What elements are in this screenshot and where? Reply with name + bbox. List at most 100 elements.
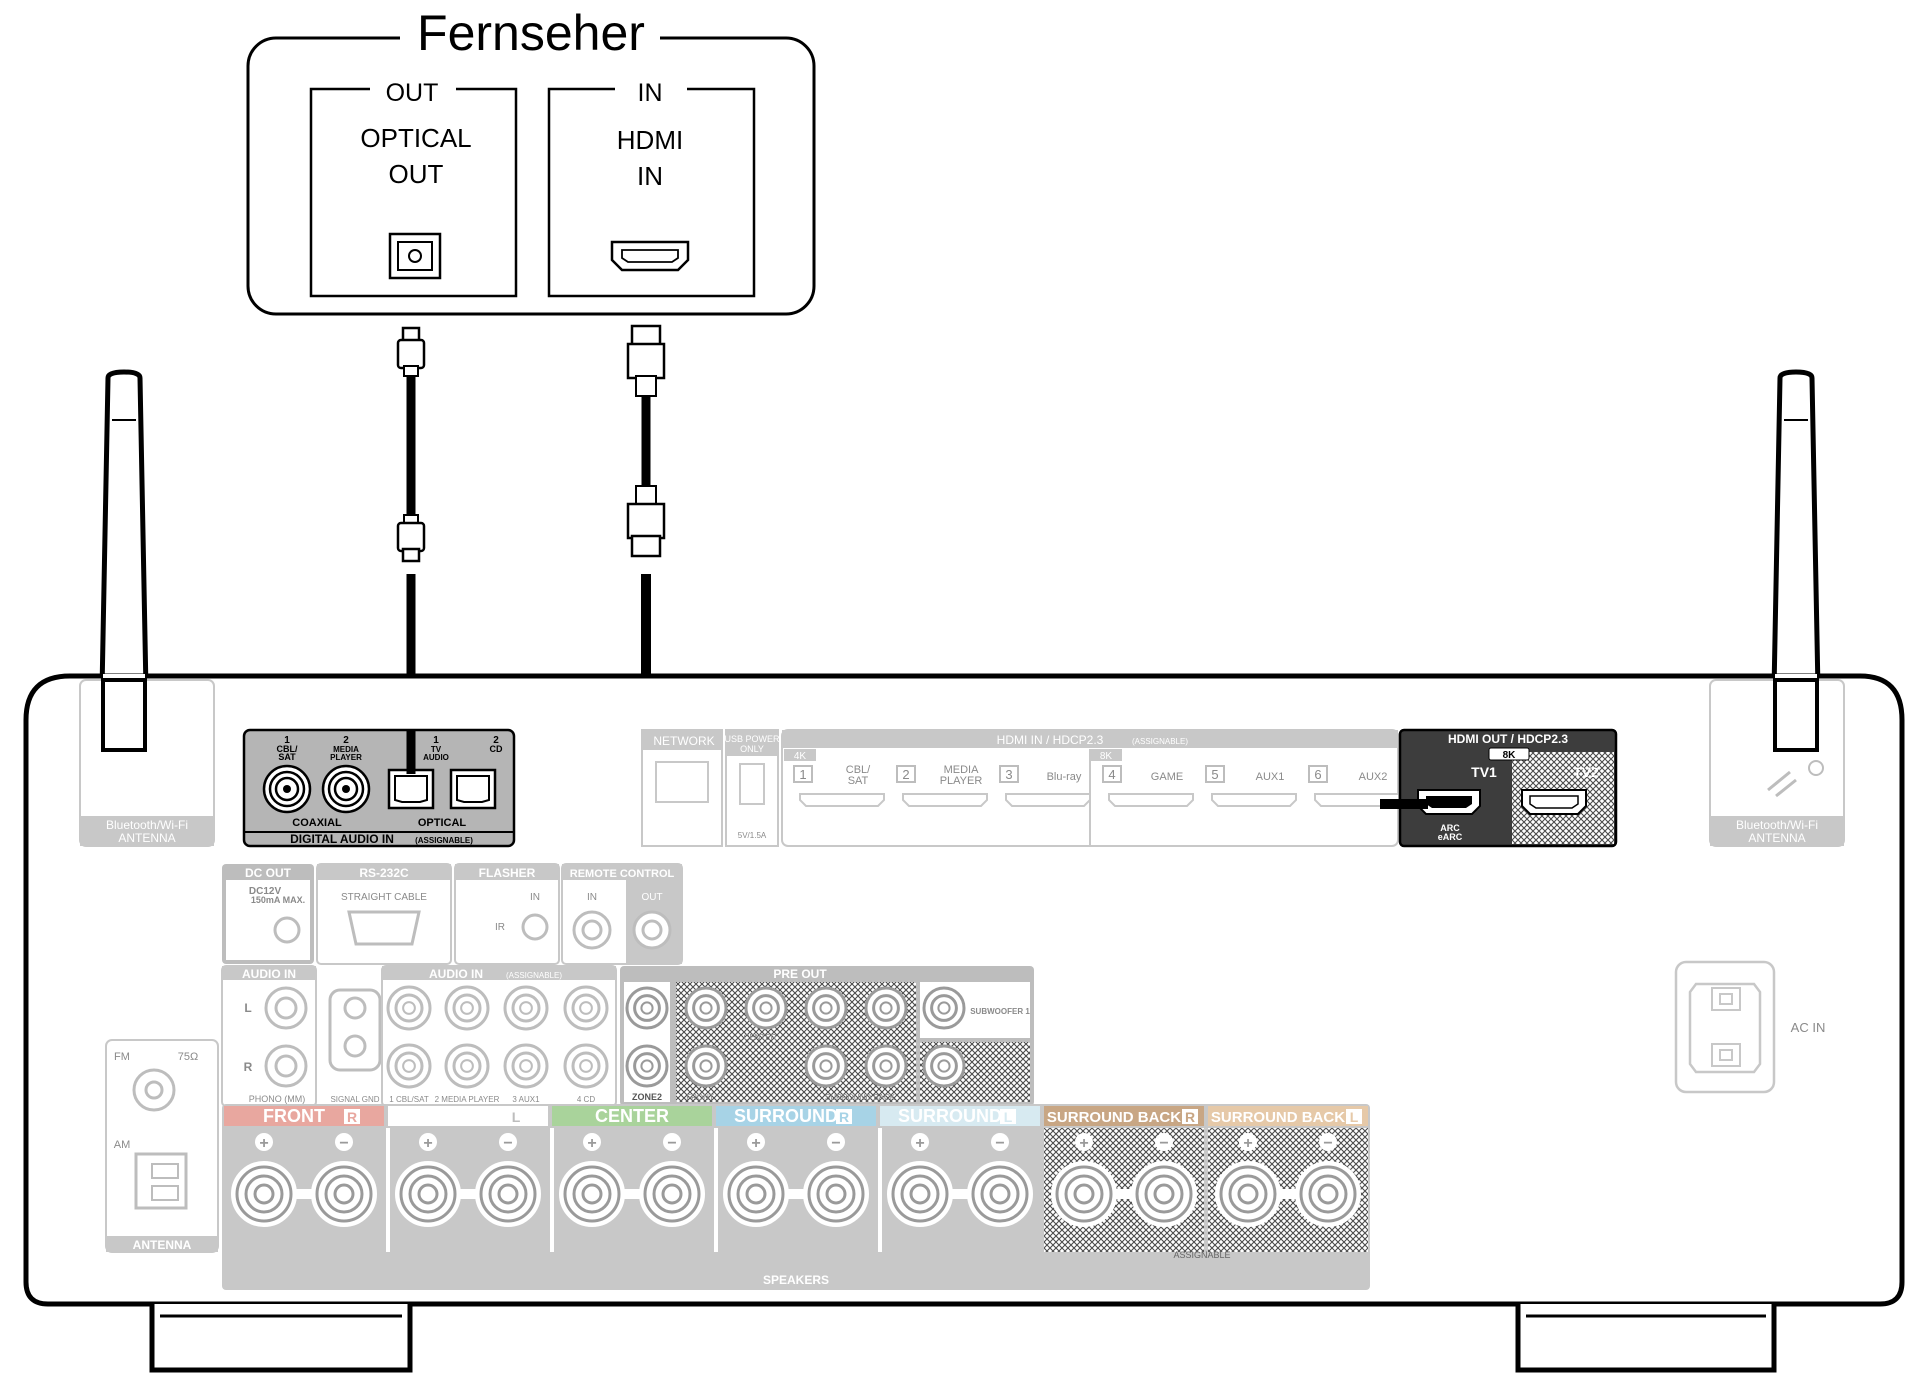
speaker-side-badge xyxy=(1346,1109,1362,1124)
usb-label-a: USB POWER xyxy=(724,734,780,744)
plus-icon xyxy=(419,1133,437,1151)
speaker-terminal-plus xyxy=(1215,1161,1281,1227)
plus-sign: + xyxy=(587,1135,596,1152)
speaker-side-letter: R xyxy=(839,1109,849,1125)
speaker-channel-name: CENTER xyxy=(595,1106,669,1126)
pre-out-jack xyxy=(864,1044,908,1088)
speaker-side-letter: L xyxy=(1004,1109,1013,1125)
signal-gnd: SIGNAL GND xyxy=(328,988,382,1104)
hdmi-in-number-box xyxy=(999,765,1019,783)
audio-in-jack-l xyxy=(386,985,432,1031)
hdmi-in-label: CBL/ xyxy=(846,764,871,776)
minus-icon xyxy=(1155,1133,1173,1151)
hdmi-in-jack xyxy=(1211,793,1297,807)
hdmi-in-assignable: (ASSIGNABLE) xyxy=(1132,737,1188,746)
hdmi-port-icon xyxy=(610,240,690,272)
speaker-channel-header xyxy=(552,1106,712,1126)
audio-in-assignable: (ASSIGNABLE) xyxy=(506,971,562,980)
plus-sign: + xyxy=(1243,1135,1252,1152)
hdmi-in-label: SAT xyxy=(848,775,869,787)
speaker-terminal-minus xyxy=(639,1161,705,1227)
tv-in-header: IN xyxy=(638,79,663,107)
hdmi-in-jack xyxy=(1005,793,1091,807)
hdmi-in-jack xyxy=(799,793,885,807)
rs232c-panel: RS-232C STRAIGHT CABLE xyxy=(316,863,452,965)
minus-icon xyxy=(991,1133,1009,1151)
hdmi-out-tv1: TV1 xyxy=(1471,764,1497,780)
signal-gnd-label: SIGNAL GND xyxy=(330,1095,379,1104)
audio-in-jack-label: 4 CD xyxy=(577,1095,595,1104)
speaker-terminal-plus xyxy=(559,1161,625,1227)
flasher-ir: IR xyxy=(495,922,505,933)
dc-out-panel: DC OUT DC12V 150mA MAX. xyxy=(222,864,314,964)
remote-out: OUT xyxy=(641,892,662,903)
tv-in-line1: HDMI xyxy=(617,125,683,155)
optical-jack-2 xyxy=(449,768,497,810)
pre-out-zone2: ZONE2 xyxy=(632,1092,662,1102)
network-label: NETWORK xyxy=(653,734,714,748)
minus-icon xyxy=(335,1133,353,1151)
speaker-side-badge xyxy=(1182,1109,1198,1124)
minus-sign: − xyxy=(503,1135,512,1152)
plus-sign: + xyxy=(751,1135,760,1152)
audio-in-jack-l xyxy=(503,985,549,1031)
speaker-side-letter: L xyxy=(512,1109,521,1125)
coax2-name-a: MEDIA xyxy=(333,745,359,754)
plus-icon xyxy=(911,1133,929,1151)
digital-audio-title: DIGITAL AUDIO IN xyxy=(290,832,394,846)
plus-icon xyxy=(747,1133,765,1151)
minus-icon xyxy=(499,1133,517,1151)
pre-out-jack xyxy=(804,1044,848,1088)
fm-am-antenna-panel: FM 75Ω AM ANTENNA xyxy=(105,1039,219,1253)
digital-audio-assignable: (ASSIGNABLE) xyxy=(415,836,473,845)
speaker-terminal-bridge xyxy=(428,1189,508,1199)
coaxial-jack-1 xyxy=(262,764,312,814)
hdmi-in-label: AUX2 xyxy=(1359,771,1388,783)
hdmi-in-title: HDMI IN / HDCP2.3 xyxy=(997,733,1104,747)
hdmi-in-4k-badge: 4K xyxy=(794,751,807,762)
audio-in-jack-l xyxy=(563,985,609,1031)
speaker-channel-name: FRONT xyxy=(263,1106,325,1126)
hdmi-in-number: 5 xyxy=(1211,767,1218,782)
hdmi-in-number: 4 xyxy=(1108,767,1115,782)
remote-in: IN xyxy=(587,892,597,903)
pre-out-jack xyxy=(864,986,908,1030)
antenna-am: AM xyxy=(114,1139,131,1151)
speaker-terminal-minus xyxy=(1131,1161,1197,1227)
minus-sign: − xyxy=(831,1135,840,1152)
ac-in-label: AC IN xyxy=(1791,1020,1826,1035)
tv-out-header: OUT xyxy=(386,79,439,107)
speaker-side-badge xyxy=(836,1109,852,1124)
hdmi-in-label: AUX1 xyxy=(1256,771,1285,783)
antenna-right-label-1: Bluetooth/Wi-Fi xyxy=(1736,818,1818,832)
speaker-side-badge xyxy=(1000,1109,1016,1124)
hdmi-in-label: MEDIA xyxy=(944,764,980,776)
minus-sign: − xyxy=(995,1135,1004,1152)
digital-audio-in-panel: 1 CBL/ SAT 2 MEDIA PLAYER 1 TV AUDIO 2 C… xyxy=(242,728,516,848)
antenna-ohm: 75Ω xyxy=(178,1051,198,1063)
pre-out-front: FRONT xyxy=(686,1093,714,1102)
hdmi-out-arc: ARC xyxy=(1440,823,1460,833)
receiver-rear-panel: Bluetooth/Wi-Fi ANTENNA Bluetooth/Wi-Fi … xyxy=(23,369,1905,1373)
speaker-side-letter: R xyxy=(347,1109,357,1125)
plus-icon xyxy=(583,1133,601,1151)
dc-out-line1: DC12V xyxy=(249,886,282,897)
hdmi-in-number-box xyxy=(1102,765,1122,783)
tv-hdmi-in-box: IN HDMI IN xyxy=(547,78,756,298)
opt1-name-a: TV xyxy=(431,745,442,754)
antenna-right-icon xyxy=(1771,369,1821,693)
hdmi-out-tv1-jack xyxy=(1417,789,1481,815)
pre-out-jack xyxy=(804,986,848,1030)
hdmi-out-8k-badge: 8K xyxy=(1503,750,1517,761)
audio-in-jack-r xyxy=(444,1043,490,1089)
ac-in: AC IN xyxy=(1674,960,1826,1094)
flasher-panel: FLASHER IN IR xyxy=(454,863,560,965)
speaker-terminal-bridge xyxy=(592,1189,672,1199)
audio-in-jack-r xyxy=(503,1043,549,1089)
remote-title: REMOTE CONTROL xyxy=(570,868,675,880)
hdmi-in-number-box xyxy=(896,765,916,783)
optical-jack-1 xyxy=(387,768,435,810)
